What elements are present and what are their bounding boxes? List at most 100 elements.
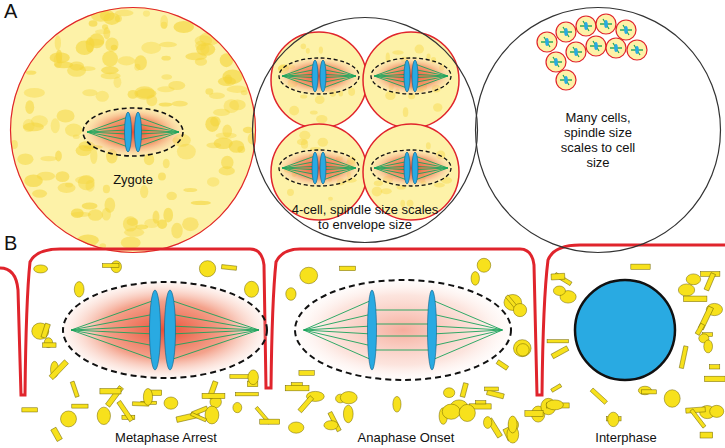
- yolk-mottle: [157, 86, 175, 92]
- yolk-rod: [340, 266, 356, 270]
- yolk-mottle: [31, 115, 48, 127]
- yolk-rod: [709, 365, 719, 369]
- cell-circle: 4-cell, spindle size scales to envelope …: [251, 16, 479, 244]
- microtubule: [432, 330, 502, 346]
- yolk-platelet: [393, 396, 401, 412]
- yolk-mottle: [82, 203, 98, 210]
- yolk-mottle: [24, 174, 43, 187]
- spindle-envelope: [63, 282, 267, 378]
- yolk-platelet: [164, 397, 178, 409]
- yolk-mottle: [140, 185, 148, 198]
- yolk-mottle: [102, 208, 111, 221]
- microtubule: [374, 162, 407, 168]
- yolk-mottle: [289, 106, 299, 116]
- yolk-mottle: [372, 187, 383, 197]
- yolk-mottle: [301, 140, 308, 149]
- microtubule: [323, 162, 356, 168]
- microtubule: [374, 168, 407, 180]
- spindle: [279, 150, 359, 186]
- microtubule: [323, 64, 356, 76]
- spindle: [83, 108, 183, 156]
- stage-label: Metaphase Arrest: [113, 430, 219, 445]
- microtubule: [323, 76, 356, 82]
- yolk-mottle: [161, 22, 168, 29]
- yolk-rod: [705, 376, 725, 381]
- microtubule: [374, 156, 407, 168]
- chromosomes: [312, 152, 318, 184]
- yolk-mottle: [299, 131, 310, 140]
- small-chromosomes: [545, 38, 549, 46]
- organelles: [22, 258, 725, 443]
- yolk-mottle: [227, 86, 248, 93]
- yolk-rod: [475, 401, 485, 404]
- microtubule: [282, 70, 315, 76]
- small-cell: [566, 42, 586, 62]
- yolk-mottle: [328, 197, 333, 201]
- small-cell: [576, 16, 596, 36]
- yolk-platelet: [471, 272, 479, 286]
- chromosomes: [165, 290, 176, 370]
- yolk-mottle: [403, 107, 408, 117]
- small-cell: [556, 70, 576, 90]
- microtubule: [323, 74, 356, 76]
- yolk-rod: [100, 389, 121, 394]
- yolk-mottle: [51, 118, 60, 133]
- yolk-rod: [551, 273, 565, 280]
- microtubule: [170, 326, 259, 330]
- microtubule: [415, 76, 448, 88]
- yolk-rod: [700, 432, 713, 438]
- yolk-mottle: [195, 35, 213, 46]
- yolk-platelet: [513, 340, 531, 357]
- yolk-mottle: [216, 132, 237, 138]
- panel-letter: B: [2, 232, 19, 255]
- microtubule: [138, 124, 179, 132]
- blastomere: [271, 32, 367, 128]
- small-cell: [537, 32, 557, 52]
- cytoplasm-texture: [11, 10, 257, 249]
- yolk-mottle: [415, 45, 424, 54]
- yolk-rod: [551, 384, 562, 393]
- yolk-platelet: [97, 407, 110, 424]
- yolk-mottle: [159, 42, 177, 48]
- microtubule: [374, 64, 407, 76]
- microtubule: [304, 314, 372, 330]
- yolk-mottle: [319, 46, 323, 53]
- small-spindle: [553, 57, 559, 67]
- yolk-mottle: [381, 188, 392, 194]
- microtubule: [374, 76, 407, 82]
- blastomere: [363, 32, 459, 128]
- yolk-platelet: [608, 412, 619, 427]
- microtubule: [170, 330, 259, 360]
- interpolar-microtubule: [372, 350, 432, 351]
- yolk-mottle: [224, 99, 240, 113]
- microtubule: [138, 117, 179, 132]
- yolk-mottle: [103, 185, 110, 193]
- yolk-rod: [22, 408, 38, 412]
- microtubule: [138, 132, 179, 147]
- microtubule: [71, 330, 155, 346]
- yolk-mottle: [55, 171, 69, 182]
- yolk-mottle: [318, 138, 328, 147]
- yolk-platelet: [248, 370, 258, 385]
- yolk-mottle: [121, 237, 141, 249]
- microtubule: [374, 168, 407, 174]
- yolk-platelet: [143, 388, 152, 405]
- yolk-rod: [485, 387, 499, 391]
- yolk-rod: [51, 427, 63, 441]
- small-chromosomes: [624, 26, 628, 34]
- microtubule: [87, 124, 128, 132]
- yolk-mottle: [300, 94, 307, 98]
- stage-label: Anaphase Onset: [356, 430, 457, 445]
- yolk-platelet: [340, 392, 357, 404]
- small-chromosomes: [564, 28, 568, 36]
- small-cell: [556, 22, 576, 42]
- yolk-platelet: [199, 261, 215, 277]
- yolk-platelet: [205, 406, 219, 424]
- microtubule: [415, 168, 448, 180]
- yolk-mottle: [160, 15, 168, 29]
- microtubule: [282, 168, 315, 174]
- circle-border: [253, 18, 478, 243]
- yolk-rod: [190, 412, 206, 422]
- microtubule: [282, 156, 315, 168]
- chromosomes: [404, 60, 410, 92]
